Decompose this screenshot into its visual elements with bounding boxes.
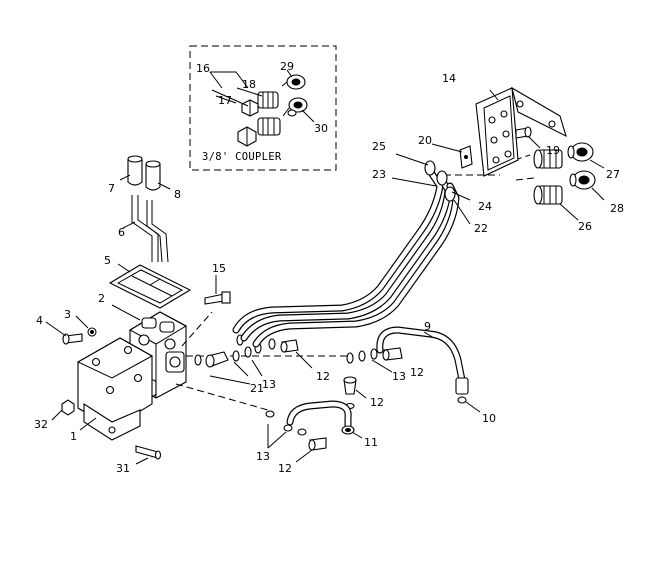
part-27-dust-cap <box>567 142 594 162</box>
inset-frame <box>189 45 337 171</box>
coupler-lower <box>257 117 281 136</box>
part-5-boot <box>108 263 192 309</box>
callout-20: 20 <box>418 134 432 147</box>
callout-16: 16 <box>196 62 210 75</box>
coupler-inset <box>189 45 337 171</box>
callout-14: 14 <box>442 72 456 85</box>
part-26-coupler-upper <box>533 149 563 169</box>
callout-9: 9 <box>424 320 431 333</box>
callout-19: 19 <box>546 144 560 157</box>
part-15-bolt <box>204 275 231 305</box>
part-31-pin <box>135 445 162 465</box>
callout-24: 24 <box>478 200 492 213</box>
callout-18: 18 <box>242 78 256 91</box>
alignment-lines <box>175 154 535 411</box>
callout-12c: 12 <box>370 396 384 409</box>
part-20-plate <box>431 143 473 169</box>
couplers-right <box>533 142 605 221</box>
callout-8: 8 <box>174 188 181 201</box>
callout-4: 4 <box>36 314 43 327</box>
callout-12d: 12 <box>278 462 292 475</box>
part-16-nut <box>237 126 257 147</box>
part-29-dust-cap <box>281 74 306 90</box>
part-26-coupler-lower <box>533 185 563 205</box>
callout-25: 25 <box>372 140 386 153</box>
part-18-coupler <box>257 91 279 109</box>
part-21-fitting <box>205 351 229 368</box>
control-handles <box>119 155 171 263</box>
callout-11: 11 <box>364 436 378 449</box>
callout-1: 1 <box>70 430 77 443</box>
part-1-bracket <box>76 337 154 441</box>
inset-caption: 3/8' COUPLER <box>202 151 282 163</box>
callout-labels: 1 2 3 4 5 6 7 8 9 10 11 12 12 12 12 13 1… <box>34 60 624 475</box>
part-7-grip <box>127 155 143 186</box>
callout-6: 6 <box>118 226 125 239</box>
part-8-grip <box>145 160 161 191</box>
callout-7: 7 <box>108 182 115 195</box>
callout-32: 32 <box>34 418 48 431</box>
callout-27: 27 <box>606 168 620 181</box>
callout-31: 31 <box>116 462 130 475</box>
callout-29: 29 <box>280 60 294 73</box>
part-3-4-fasteners <box>45 315 97 345</box>
part-11-hose <box>265 400 363 463</box>
part-6-levers <box>131 195 169 263</box>
part-30-dust-plug <box>282 97 308 117</box>
callout-30: 30 <box>314 122 328 135</box>
part-14-bracket <box>475 86 567 177</box>
part-28-dust-plug <box>569 170 596 190</box>
hose-9-fittings <box>346 347 403 373</box>
part-17-nut <box>241 99 259 117</box>
callout-13b: 13 <box>392 370 406 383</box>
part-32-nut <box>51 399 75 421</box>
callout-17: 17 <box>218 94 232 107</box>
part-9-hose <box>376 326 481 413</box>
callout-13c: 13 <box>256 450 270 463</box>
part-12-fitting-vertical <box>343 376 367 410</box>
callout-10: 10 <box>482 412 496 425</box>
callout-12b: 12 <box>410 366 424 379</box>
part-19-bolt <box>515 126 541 149</box>
callout-26: 26 <box>578 220 592 233</box>
callout-22: 22 <box>474 222 488 235</box>
callout-28: 28 <box>610 202 624 215</box>
valve-fittings <box>194 334 313 385</box>
callout-23: 23 <box>372 168 386 181</box>
callout-3: 3 <box>64 308 71 321</box>
callout-21: 21 <box>250 382 264 395</box>
callout-2: 2 <box>98 292 105 305</box>
callout-15: 15 <box>212 262 226 275</box>
callout-5: 5 <box>104 254 111 267</box>
callout-13a: 13 <box>262 378 276 391</box>
callout-12a: 12 <box>316 370 330 383</box>
tube-bundle <box>232 153 471 348</box>
